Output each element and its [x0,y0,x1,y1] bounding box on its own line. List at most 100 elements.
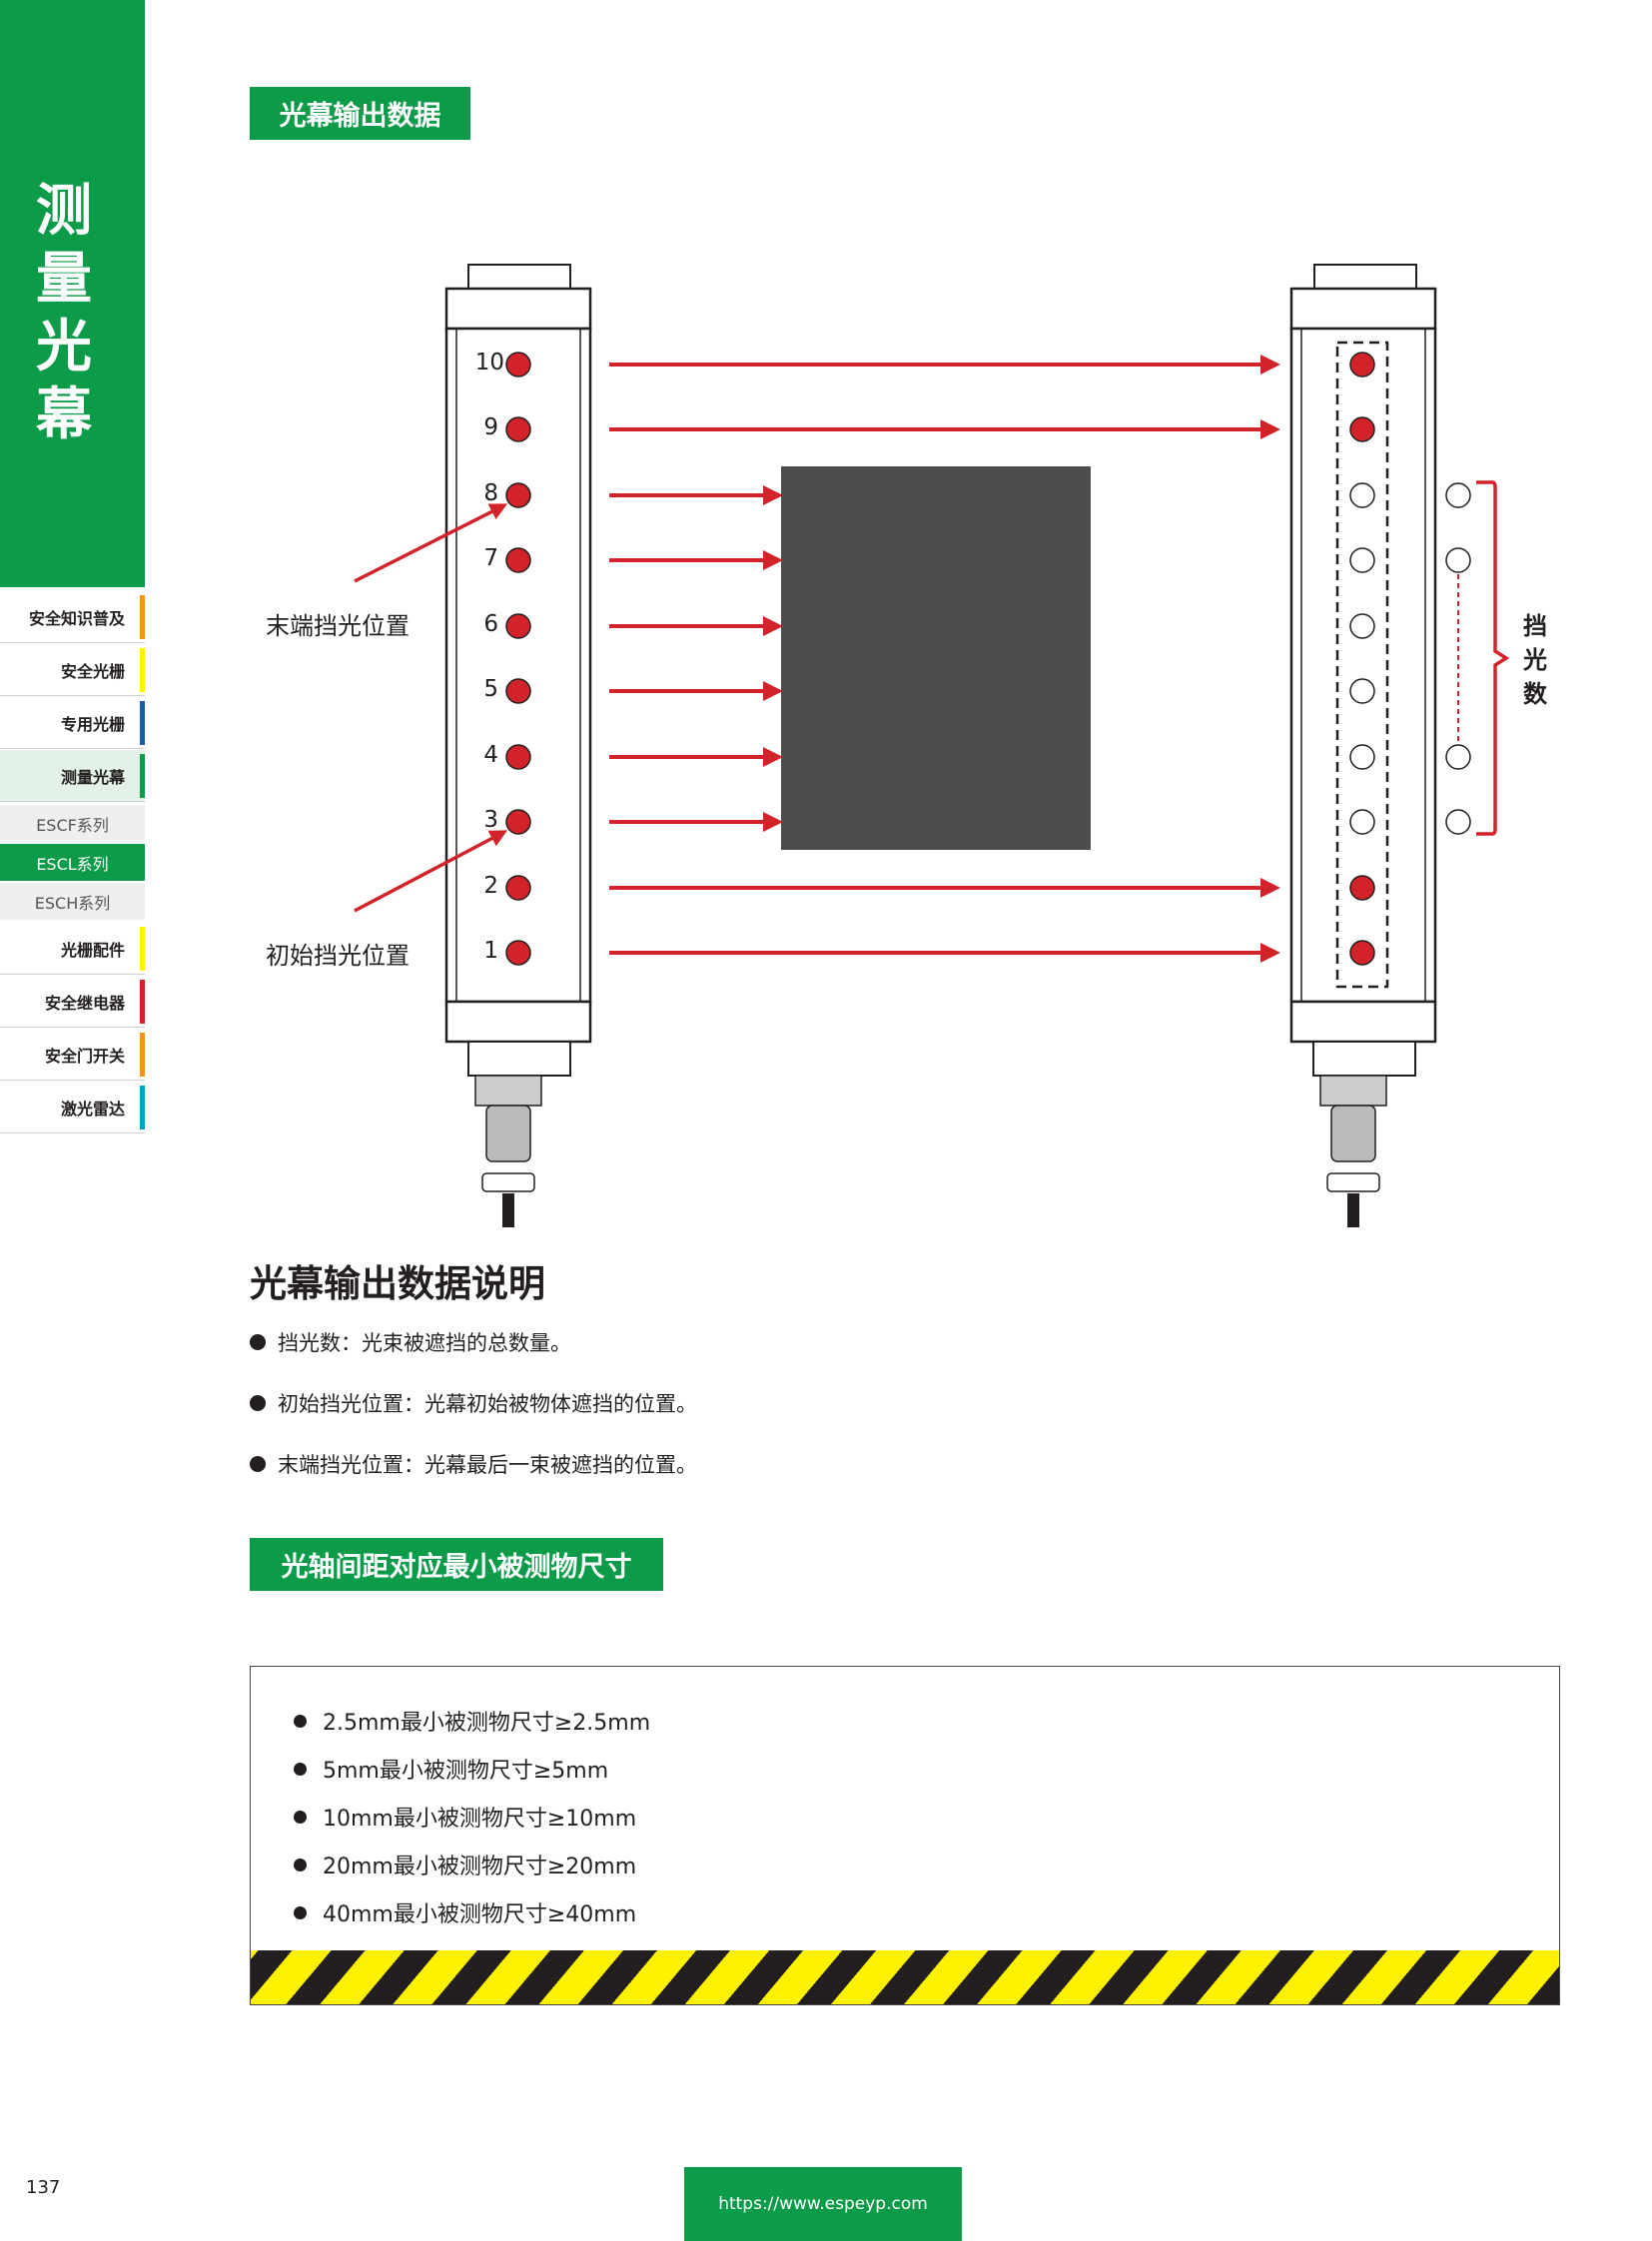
emitter-led [505,416,531,442]
nav-item-lidar[interactable]: 激光雷达 [0,1082,145,1133]
side-title-char: 幕 [36,382,92,447]
light-curtain-diagram [354,264,1510,1227]
min-size-box: 2.5mm最小被测物尺寸≥2.5mm 5mm最小被测物尺寸≥5mm 10mm最小… [250,1666,1560,2005]
blocked-count-char: 挡 [1523,612,1547,640]
blocked-count-char: 光 [1523,646,1547,674]
nav-color-bar [140,648,145,692]
nav-item-safety-relay[interactable]: 安全继电器 [0,976,145,1028]
side-title-char: 光 [36,315,92,379]
hazard-stripe [251,1950,1559,2004]
axis-number: 3 [483,807,498,833]
end-block-arrow [354,503,508,583]
nav-item-measuring-curtain[interactable]: 测量光幕 [0,750,145,802]
axis-number: 4 [483,742,498,768]
size-item: 20mm最小被测物尺寸≥20mm [294,1849,636,1880]
emitter-led [505,744,531,770]
section-tag-min-size: 光轴间距对应最小被测物尺寸 [250,1538,663,1591]
receiver-led [1349,678,1375,704]
side-title-char: 量 [36,247,92,312]
nav-subitem-escf[interactable]: ESCF系列 [0,805,145,842]
emitter-leds [505,352,531,966]
nav-item-safety-light-curtain[interactable]: 安全光栅 [0,644,145,696]
bullet-dot [250,1456,266,1472]
nav-color-bar [140,980,145,1024]
explanation-heading: 光幕输出数据说明 [250,1262,545,1305]
end-block-label: 末端挡光位置 [266,612,410,640]
nav-color-bar [140,595,145,639]
nav-color-bar [140,927,145,971]
nav-item-label: 激光雷达 [60,1099,125,1119]
receiver-led [1349,744,1375,770]
blocked-count-char: 数 [1523,680,1547,708]
blocked-count-label: 挡 光 数 [1520,609,1550,711]
nav-color-bar [140,701,145,745]
receiver-leds [1349,352,1375,966]
receiver-led [1349,875,1375,901]
bullet-text: 初始挡光位置：光幕初始被物体遮挡的位置。 [278,1392,697,1416]
nav-item-label: 测量光幕 [60,767,125,787]
emitter-led [505,352,531,377]
axis-number: 5 [483,676,498,702]
emitter-led [505,482,531,508]
nav-color-bar [140,1086,145,1129]
emitter-led [505,940,531,966]
size-text: 10mm最小被测物尺寸≥10mm [323,1807,637,1832]
size-item: 40mm最小被测物尺寸≥40mm [294,1896,636,1928]
nav-item-label: 专用光栅 [60,714,125,734]
nav-item-label: 安全门开关 [44,1046,125,1066]
nav-color-bar [140,1033,145,1077]
axis-number: 9 [483,414,498,440]
bullet-text: 末端挡光位置：光幕最后一束被遮挡的位置。 [278,1453,697,1477]
nav-item-accessories[interactable]: 光栅配件 [0,923,145,975]
axis-number: 10 [474,350,504,375]
nav-item-door-switch[interactable]: 安全门开关 [0,1029,145,1081]
receiver-led [1349,482,1375,508]
axis-number: 7 [483,545,498,571]
bullet-dot [294,1858,307,1871]
nav-item-label: 安全光栅 [60,661,125,681]
bullet-dot [294,1714,307,1728]
beam-arrows [609,355,1280,963]
emitter-led [505,875,531,901]
side-title-char: 测 [36,179,92,244]
nav-subitem-esch[interactable]: ESCH系列 [0,883,145,920]
nav-item-special-light-curtain[interactable]: 专用光栅 [0,697,145,749]
explanation-bullet: 末端挡光位置：光幕最后一束被遮挡的位置。 [250,1449,697,1479]
nav-subitem-escl[interactable]: ESCL系列 [0,844,145,881]
emitter-led [505,678,531,704]
explanation-bullet: 挡光数：光束被遮挡的总数量。 [250,1327,571,1357]
axis-number: 8 [483,480,498,506]
size-item: 10mm最小被测物尺寸≥10mm [294,1801,636,1833]
page-number: 137 [26,2177,61,2198]
axis-number: 2 [483,873,498,899]
size-text: 40mm最小被测物尺寸≥40mm [323,1902,637,1927]
bullet-dot [294,1905,307,1919]
bullet-dot [294,1762,307,1776]
size-text: 20mm最小被测物尺寸≥20mm [323,1855,637,1879]
blocking-object [781,466,1091,850]
nav-item-label: 安全继电器 [44,993,125,1013]
explanation-bullet: 初始挡光位置：光幕初始被物体遮挡的位置。 [250,1388,697,1418]
receiver-led [1349,940,1375,966]
bullet-dot [250,1395,266,1411]
receiver-led [1349,547,1375,573]
receiver-led [1349,352,1375,377]
size-item: 5mm最小被测物尺寸≥5mm [294,1753,608,1785]
nav-color-bar [140,754,145,798]
receiver-led [1349,416,1375,442]
blocked-count-indicator [1445,480,1510,836]
size-text: 5mm最小被测物尺寸≥5mm [323,1759,609,1784]
nav-item-label: 安全知识普及 [28,608,125,628]
website-link[interactable]: https://www.espeyp.com [684,2167,962,2241]
bullet-text: 挡光数：光束被遮挡的总数量。 [278,1331,571,1355]
start-block-label: 初始挡光位置 [266,942,410,970]
side-banner: 测 量 光 幕 [0,0,145,587]
nav-item-safety-knowledge[interactable]: 安全知识普及 [0,591,145,643]
receiver-led [1349,809,1375,835]
emitter-led [505,613,531,639]
start-block-arrow [354,830,508,913]
axis-number: 6 [483,611,498,637]
emitter-led [505,547,531,573]
size-item: 2.5mm最小被测物尺寸≥2.5mm [294,1705,650,1737]
axis-number: 1 [483,938,498,964]
